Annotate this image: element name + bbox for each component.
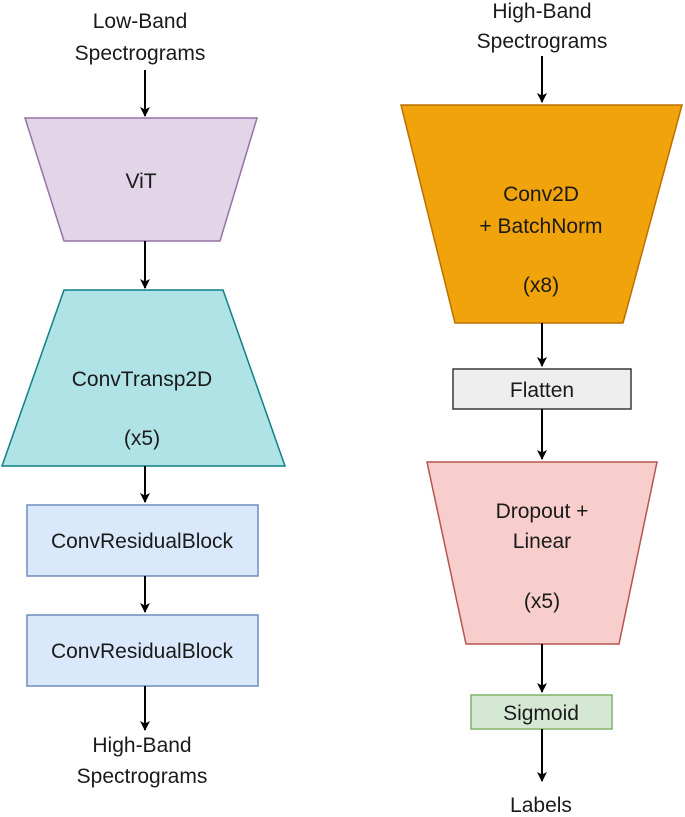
left-output-label-line2: Spectrograms [77,765,208,788]
dropout-linear-block [426,461,658,645]
conv2d-label-line2: + BatchNorm [479,215,602,238]
convtransp2d-repeat: (x5) [124,427,160,450]
sigmoid-label: Sigmoid [503,702,579,725]
sigmoid-block [470,694,613,730]
right-input-label-line2: Spectrograms [477,30,608,53]
dropout-label-line1: Dropout + [496,500,589,523]
flatten-label: Flatten [510,379,574,402]
labels-output: Labels [510,794,572,817]
flatten-block [452,368,632,410]
left-output-label-line1: High-Band [92,734,191,757]
vit-label: ViT [125,170,156,193]
conv2d-batchnorm-block [400,104,683,324]
convtransp2d-label: ConvTransp2D [72,368,212,391]
right-input-label-line1: High-Band [492,0,591,23]
conv2d-label-line1: Conv2D [503,183,579,206]
dropout-label-line2: Linear [513,530,571,553]
conv-residual-block-2-label: ConvResidualBlock [51,640,234,663]
dropout-repeat: (x5) [524,590,560,613]
conv-residual-block-1 [26,504,259,577]
left-input-label-line1: Low-Band [93,10,188,33]
left-branch: Low-Band Spectrograms ViT ConvTransp2D (… [0,10,287,788]
convtransp2d-block [0,289,287,467]
right-branch: High-Band Spectrograms Conv2D + BatchNor… [400,0,683,817]
vit-block [23,117,259,242]
left-input-label-line2: Spectrograms [75,42,206,65]
conv2d-repeat: (x8) [523,274,559,297]
conv-residual-block-2 [26,614,259,687]
conv-residual-block-1-label: ConvResidualBlock [51,530,234,553]
